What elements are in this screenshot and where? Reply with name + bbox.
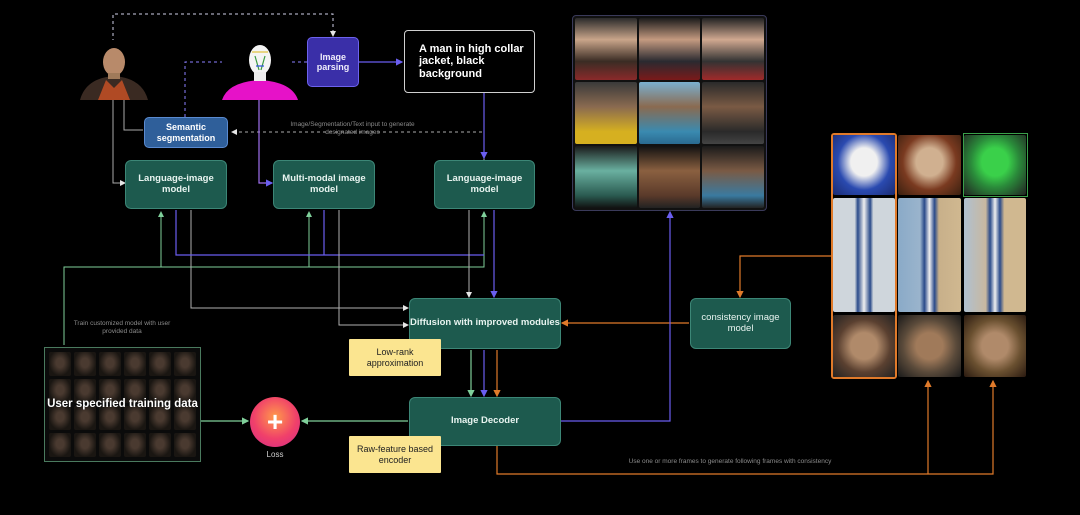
training-face-thumb — [99, 352, 121, 376]
source-frame-column — [831, 133, 897, 379]
portrait-image — [575, 82, 637, 144]
figure-frame — [898, 198, 961, 312]
face-frame — [898, 315, 961, 377]
frames-annotation: Use one or more frames to generate follo… — [628, 458, 832, 465]
multi-modal-image-model: Multi-modal image model — [273, 160, 375, 209]
mask-frame — [963, 135, 1026, 195]
training-face-thumb — [74, 352, 96, 376]
training-face-thumb — [124, 352, 146, 376]
training-face-thumb — [49, 433, 71, 457]
training-face-thumb — [74, 433, 96, 457]
figure-frame — [963, 198, 1026, 312]
training-face-thumb — [49, 406, 71, 430]
mask-frame — [898, 135, 961, 195]
low-rank-approximation-note: Low-rank approximation — [349, 339, 441, 376]
user-training-data-panel: User specified training data — [44, 347, 201, 462]
training-face-thumb — [124, 379, 146, 403]
loss-node: + — [250, 397, 300, 447]
generation-annotation: Image/Segmentation/Text input to generat… — [290, 121, 415, 136]
training-face-thumb — [149, 352, 171, 376]
training-face-thumb — [124, 433, 146, 457]
figure-frame — [833, 198, 895, 312]
user-training-data-label: User specified training data — [47, 397, 198, 410]
training-face-thumb — [174, 352, 196, 376]
language-image-model-right: Language-image model — [434, 160, 535, 209]
training-face-thumb — [174, 379, 196, 403]
portrait-image — [702, 18, 764, 80]
image-parsing-node: Image parsing — [307, 37, 359, 87]
training-face-thumb — [99, 433, 121, 457]
portrait-image — [638, 82, 701, 144]
portrait-photo — [76, 40, 152, 100]
semantic-segmentation-node: Semantic segmentation — [144, 117, 228, 148]
consistency-image-model: consistency image model — [690, 298, 791, 349]
training-face-thumb — [99, 379, 121, 403]
training-annotation: Train customized model with user provide… — [73, 320, 171, 335]
training-face-thumb — [149, 406, 171, 430]
segmentation-mask — [222, 45, 298, 100]
raw-feature-encoder-note: Raw-feature based encoder — [349, 436, 441, 473]
consistency-frames-grid — [831, 133, 1028, 379]
portrait-image — [575, 146, 637, 208]
training-face-thumb — [174, 406, 196, 430]
face-frame — [963, 315, 1026, 377]
training-face-thumb — [74, 406, 96, 430]
training-face-thumb — [174, 433, 196, 457]
generated-portraits-grid — [572, 15, 767, 211]
portrait-image — [638, 18, 701, 80]
training-face-thumb — [74, 379, 96, 403]
training-face-thumb — [49, 352, 71, 376]
portrait-image — [702, 82, 764, 144]
loss-label: Loss — [266, 450, 284, 459]
portrait-image — [702, 146, 764, 208]
text-prompt-box: A man in high collar jacket, black backg… — [404, 30, 535, 93]
portrait-image — [638, 146, 701, 208]
portrait-image — [575, 18, 637, 80]
language-image-model-left: Language-image model — [125, 160, 227, 209]
training-face-thumb — [149, 433, 171, 457]
training-face-thumb — [99, 406, 121, 430]
face-frame — [833, 315, 895, 377]
mask-frame — [833, 135, 895, 195]
training-face-thumb — [124, 406, 146, 430]
training-face-thumb — [149, 379, 171, 403]
training-face-grid — [49, 352, 196, 457]
training-face-thumb — [49, 379, 71, 403]
